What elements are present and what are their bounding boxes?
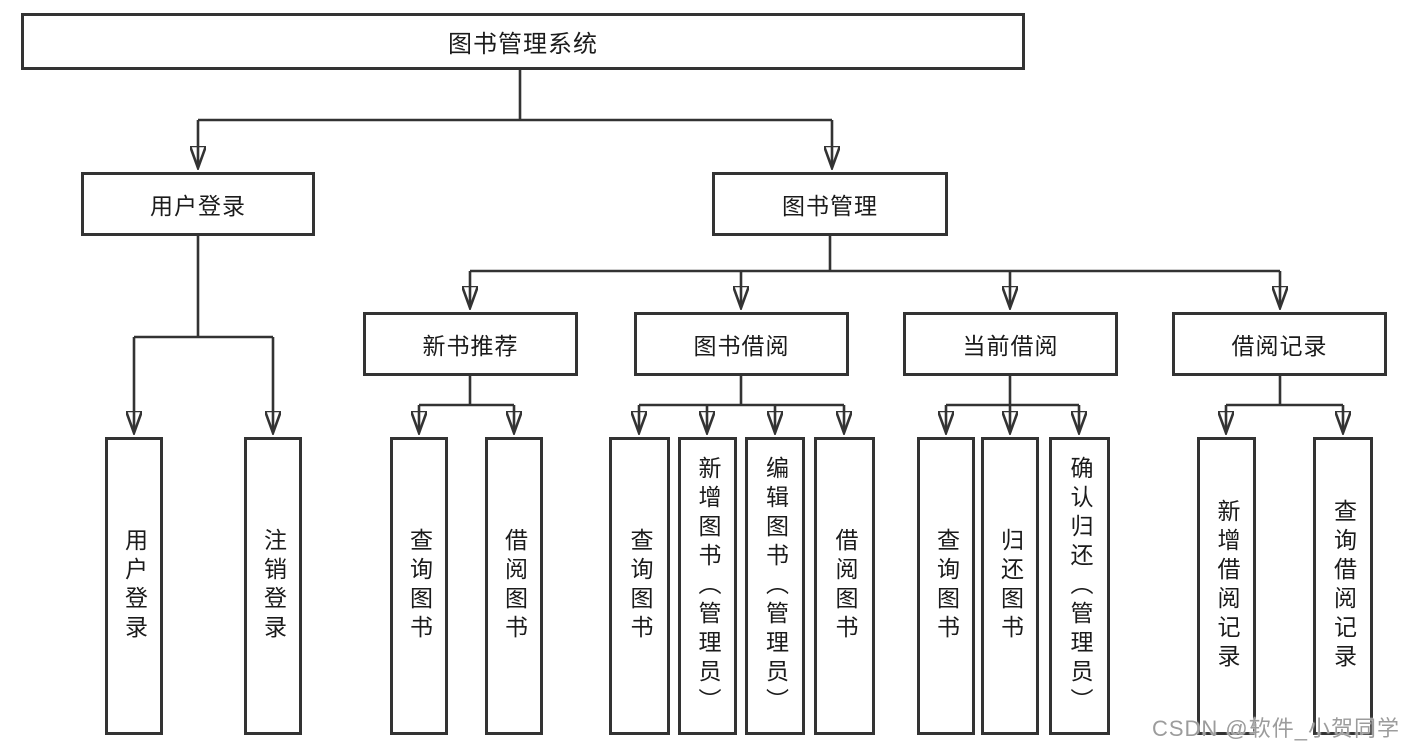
leaf-newbook-borrow-books: 借阅图书 [485,437,543,735]
leaf-borrow-query-books: 查询图书 [609,437,670,735]
leaf-current-return-books: 归还图书 [981,437,1039,735]
leaf-current-confirm-return-admin: 确认归还（管理员） [1049,437,1110,735]
leaf-records-add-record: 新增借阅记录 [1197,437,1256,735]
node-new-book-recommend: 新书推荐 [363,312,578,376]
node-current-borrow: 当前借阅 [903,312,1118,376]
connector-root-to-level2 [198,70,832,168]
node-book-management: 图书管理 [712,172,948,236]
leaf-borrow-borrow-books: 借阅图书 [814,437,875,735]
connector-new-book-to-leaves [419,376,514,433]
leaf-user-login: 用户登录 [105,437,163,735]
leaf-borrow-edit-books-admin: 编辑图书（管理员） [745,437,805,735]
node-user-login: 用户登录 [81,172,315,236]
leaf-newbook-query-books: 查询图书 [390,437,448,735]
connector-user-login-to-leaves [134,236,273,433]
leaf-current-query-books: 查询图书 [917,437,975,735]
node-library-management-system: 图书管理系统 [21,13,1025,70]
node-book-borrow: 图书借阅 [634,312,849,376]
leaf-records-query-record: 查询借阅记录 [1313,437,1373,735]
connector-borrow-records-to-leaves [1226,376,1343,433]
connector-book-management-to-level3 [470,236,1280,308]
leaf-borrow-add-books-admin: 新增图书（管理员） [678,437,737,735]
node-borrow-records: 借阅记录 [1172,312,1387,376]
leaf-logout: 注销登录 [244,437,302,735]
connector-book-borrow-to-leaves [639,376,844,433]
connector-current-borrow-to-leaves [946,376,1079,433]
